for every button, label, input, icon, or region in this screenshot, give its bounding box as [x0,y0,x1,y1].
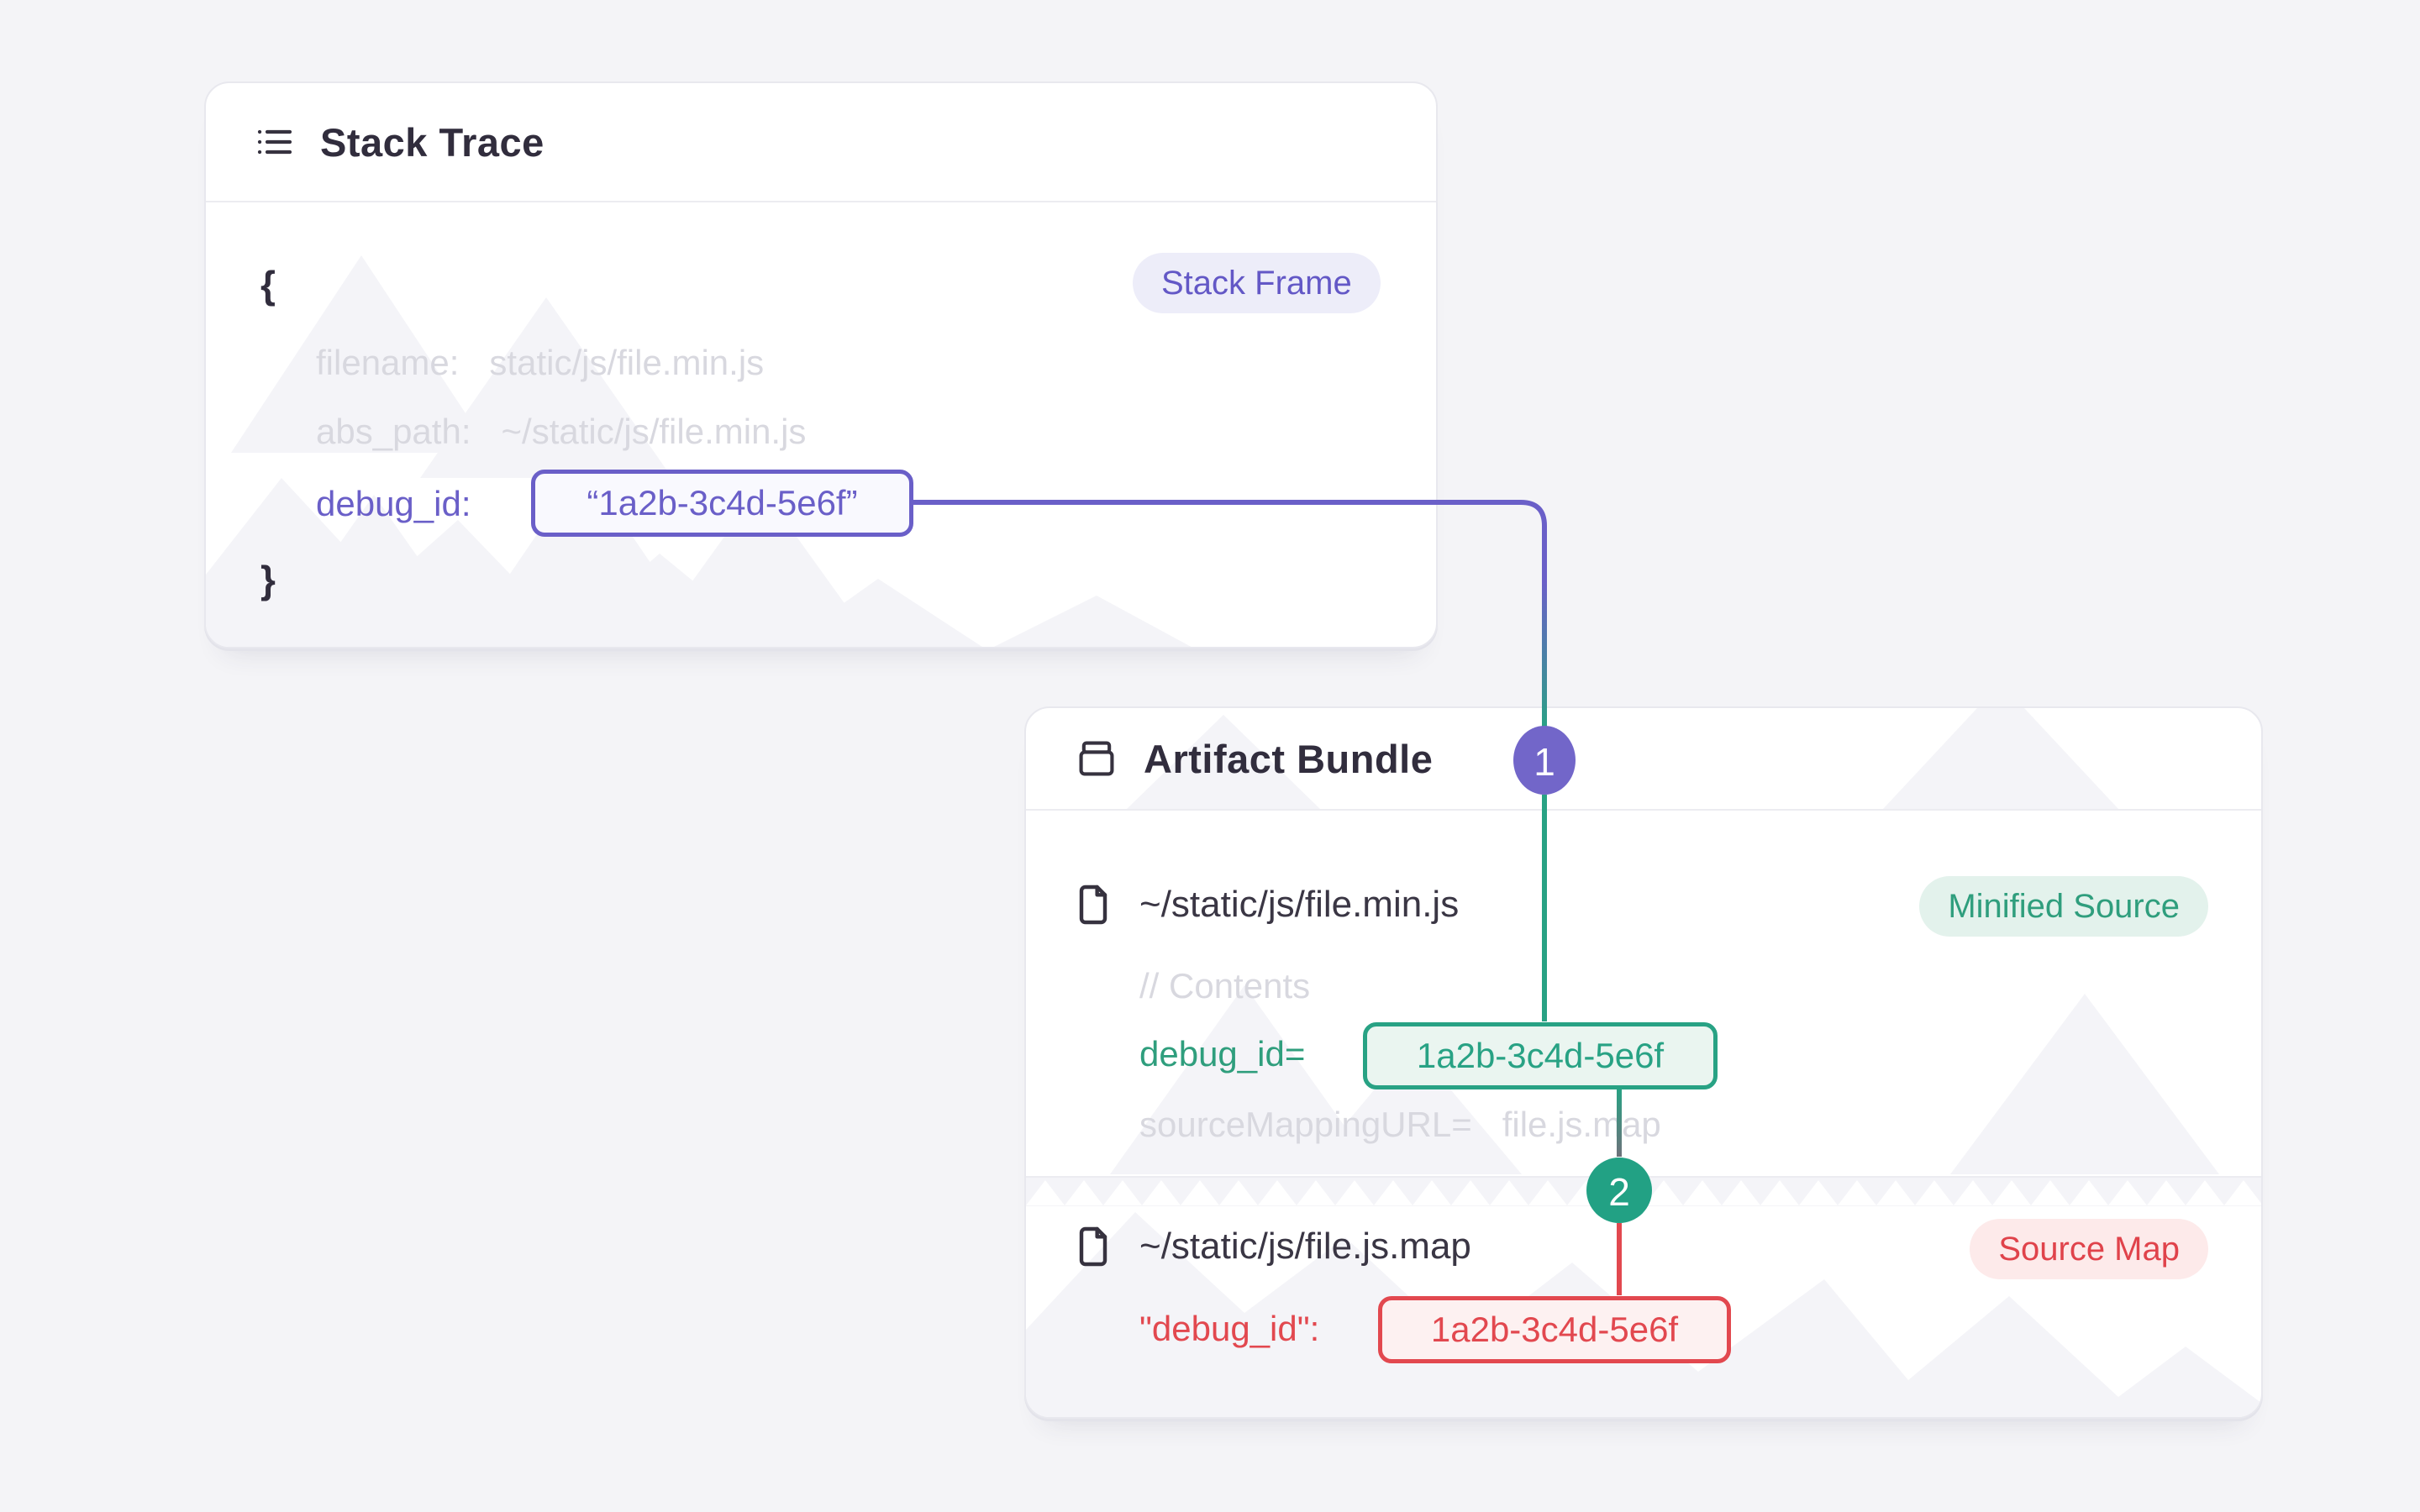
debug-id-value-box: “1a2b-3c4d-5e6f” [531,470,913,537]
abs-path-line: abs_path: ~/static/js/file.min.js [316,410,806,454]
file-icon [1070,881,1117,928]
list-icon [255,122,295,162]
debug-id-key: debug_id: [316,484,471,523]
stack-trace-title: Stack Trace [320,119,544,165]
file-icon [1070,1223,1117,1270]
contents-comment: // Contents [1139,966,1311,1005]
source-mapping-line: sourceMappingURL= file.js.map [1139,1103,1661,1147]
abs-path-value: ~/static/js/file.min.js [501,412,807,451]
artifact-bundle-title: Artifact Bundle [1144,736,1434,781]
source-map-badge: Source Map [1970,1219,2208,1279]
archive-box-icon [1075,737,1118,780]
bundle-debug-id-key: debug_id= [1139,1034,1306,1074]
filename-key: filename: [316,343,460,382]
minified-file-path: ~/static/js/file.min.js [1139,884,1460,925]
artifact-bundle-header: Artifact Bundle [1026,708,2261,811]
sourcemap-debug-id-key: "debug_id": [1139,1309,1320,1348]
minified-source-badge: Minified Source [1919,876,2208,937]
stack-frame-badge: Stack Frame [1133,253,1381,313]
stack-trace-card: Stack Trace Stack Frame { filename: stati… [204,81,1438,648]
sourcemap-file-path: ~/static/js/file.js.map [1139,1226,1471,1267]
open-brace: { [260,263,276,307]
filename-line: filename: static/js/file.min.js [316,341,764,385]
section-divider [1026,1176,2261,1178]
abs-path-key: abs_path: [316,412,471,451]
close-brace: } [260,558,276,601]
source-mapping-value: file.js.map [1502,1105,1661,1144]
stack-trace-header: Stack Trace [206,83,1436,202]
filename-value: static/js/file.min.js [489,343,765,382]
artifact-bundle-card: Artifact Bundle ~/static/js/file.min.js … [1024,706,2263,1419]
sourcemap-debug-id-value-box: 1a2b-3c4d-5e6f [1378,1296,1731,1363]
source-mapping-key: sourceMappingURL= [1139,1105,1472,1144]
bundle-debug-id-value-box: 1a2b-3c4d-5e6f [1363,1022,1718,1089]
